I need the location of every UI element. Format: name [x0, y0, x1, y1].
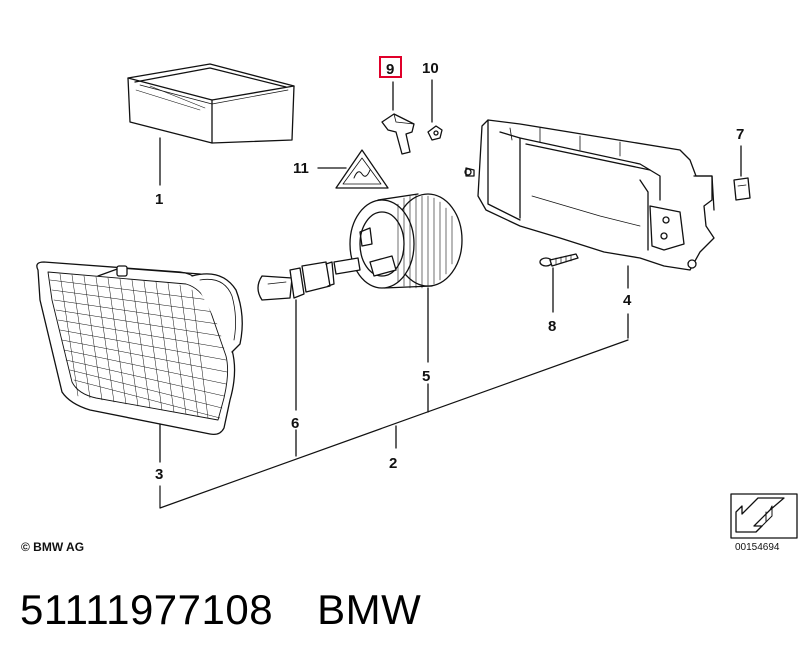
callout-2: 2 [389, 455, 397, 472]
part-number: 51111977108 [20, 586, 274, 633]
part-1-box [127, 63, 295, 144]
callout-8: 8 [548, 318, 556, 335]
part-10-clip [427, 125, 443, 141]
callout-5: 5 [422, 368, 430, 385]
brand-name: BMW [317, 586, 422, 633]
footer-caption: 51111977108 BMW [20, 586, 421, 634]
part-11-label [335, 149, 389, 189]
callout-10: 10 [422, 60, 439, 77]
copyright-notice: © BMW AG [21, 540, 85, 554]
part-5-socket [333, 193, 463, 289]
callout-11: 11 [293, 160, 309, 177]
part-7-clip [733, 177, 751, 201]
orientation-arrow-icon [730, 493, 798, 539]
part-6-bulb [257, 261, 335, 301]
callout-4: 4 [623, 292, 632, 309]
part-8-screw [539, 253, 579, 267]
drawing-number: 00154694 [735, 542, 780, 553]
part-9-lever [381, 113, 415, 155]
parts-diagram: 1 2 3 4 5 6 7 8 9 10 11 [36, 56, 798, 539]
callout-3: 3 [155, 466, 163, 483]
callout-7: 7 [736, 126, 744, 143]
assembly-line [159, 339, 629, 509]
callout-9: 9 [386, 61, 394, 78]
callout-1: 1 [155, 191, 163, 208]
callout-6: 6 [291, 415, 299, 432]
part-4-bracket [464, 119, 715, 271]
part-3-lens [36, 261, 243, 436]
highlight-box-9 [379, 56, 402, 78]
